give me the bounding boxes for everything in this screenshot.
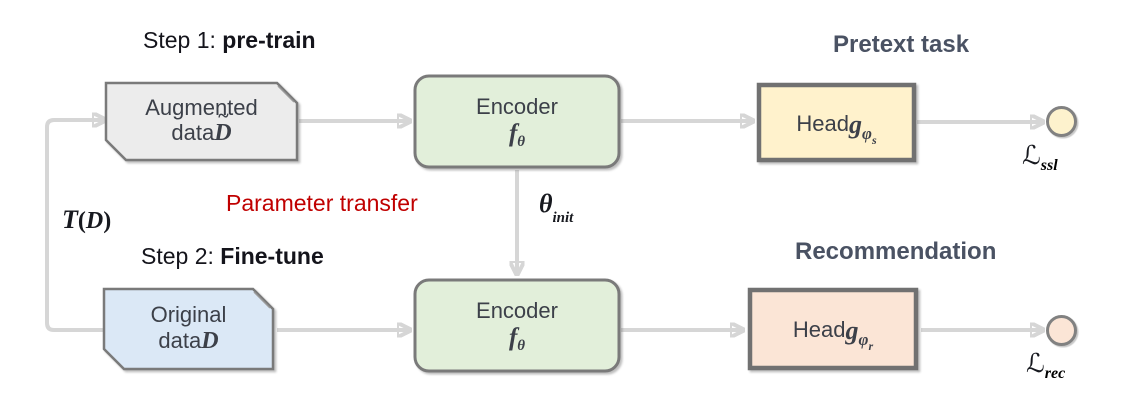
step2-label: Step 2: Fine-tune [141,243,324,270]
fold-corner-line [277,85,295,103]
encoder-f-symbol: f [508,323,518,351]
head-g-symbol: g [845,316,859,346]
step1-prefix: Step 1: [143,27,223,53]
head-recommend-text: Head [792,317,846,343]
augmented-data-D-tilde: ~D [214,105,232,147]
head-recommend-rect [747,287,919,371]
head-pretext-text: Head [796,110,849,136]
encoder-theta-subscript: θ [517,133,526,150]
loss-rec-circle [1046,315,1077,346]
augmented-data-line1: Augmented [145,94,258,120]
original-data-shape [102,287,275,371]
pretext-task-label: Pretext task [833,31,970,58]
head-r-subscript: r [868,339,874,354]
script-L-symbol: ℒ [1022,141,1041,171]
encoder-finetune-rect [413,278,621,373]
theta-symbol: θ [539,189,553,218]
transform-open-paren: ( [77,208,86,234]
ssl-subscript: ssl [1040,157,1058,174]
fold-corner-line [253,291,271,309]
original-data-line1: Original [150,302,227,328]
encoder-pretrain-shape [413,74,621,169]
augmented-data-shape [104,81,299,162]
loss-rec-label: ℒrec [1026,349,1065,383]
augmented-data-box: Augmented data ~D [104,81,299,162]
original-data-polygon [102,287,275,371]
step1-label: Step 1: pre-train [143,27,316,54]
augmented-data-line2: data [171,120,215,146]
encoder-finetune-line1: Encoder [476,298,558,324]
original-data-line2: data [158,327,202,353]
transform-close-paren: ) [103,208,112,234]
transform-T-symbol: T [62,205,78,234]
recommendation-label: Recommendation [795,238,997,265]
head-s-subscript: s [871,132,877,147]
encoder-theta-subscript: θ [517,337,526,354]
original-data-D: D [201,327,219,354]
rec-subscript: rec [1044,365,1066,382]
encoder-pretrain-line1: Encoder [476,94,558,120]
augmented-data-polygon [104,81,299,162]
transform-label: T(D) [62,205,111,235]
encoder-finetune-shape [413,278,621,373]
encoder-pretrain-rect [413,74,621,169]
head-g-symbol: g [848,109,862,139]
step1-bold: pre-train [222,27,316,53]
loss-ssl-circle [1046,106,1077,137]
theta-init-subscript: init [552,210,574,226]
connector-transform-loop [45,120,105,332]
head-pretext-shape [756,82,917,163]
theta-init-label: θinit [539,189,573,226]
head-recommend-shape [747,287,919,371]
step2-prefix: Step 2: [141,243,221,269]
head-pretext-rect [756,82,917,163]
encoder-f-symbol: f [508,119,518,147]
step2-bold: Fine-tune [220,243,324,269]
parameter-transfer-label: Parameter transfer [226,190,418,216]
loss-ssl-label: ℒssl [1022,141,1058,175]
head-phi-subscript: φr [858,330,874,354]
original-data-box: Original data D [102,287,275,371]
script-L-symbol: ℒ [1026,349,1045,379]
transform-D-symbol: D [85,208,104,234]
head-phi-subscript: φs [861,123,877,147]
tilde-mark: ~ [218,105,229,128]
